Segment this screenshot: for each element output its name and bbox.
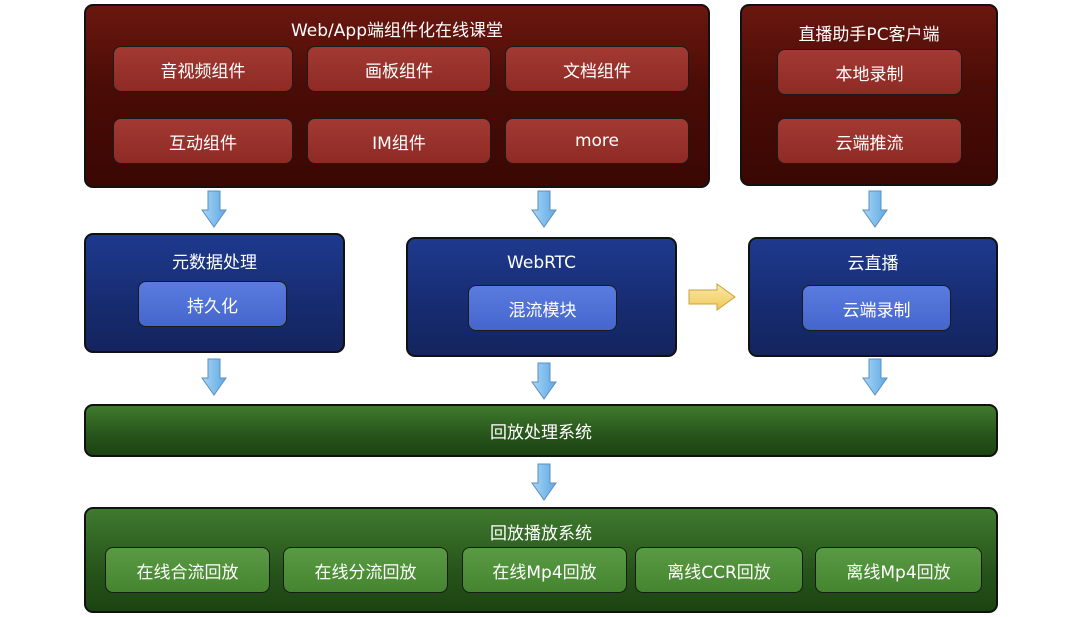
live-assistant-title: 直播助手PC客户端	[798, 25, 940, 45]
online-split-playback-box: 在线分流回放	[283, 547, 448, 593]
live-assistant-panel: 直播助手PC客户端 本地录制 云端推流	[740, 4, 998, 186]
more-component-box: more	[505, 118, 689, 164]
local-record-box: 本地录制	[777, 49, 962, 95]
cloud-live-title: 云直播	[847, 254, 899, 274]
mixing-module-box: 混流模块	[468, 285, 617, 331]
webrtc-title: WebRTC	[507, 253, 576, 273]
playback-system-title: 回放播放系统	[490, 524, 592, 544]
whiteboard-component-box: 画板组件	[307, 46, 491, 92]
arrow-down-icon	[862, 190, 888, 228]
persistence-box: 持久化	[138, 281, 287, 327]
arrow-down-icon	[862, 358, 888, 396]
cloud-live-panel: 云直播 云端录制	[748, 237, 998, 357]
arrow-down-icon	[531, 463, 557, 501]
av-component-box: 音视频组件	[113, 46, 293, 92]
arrow-down-icon	[201, 190, 227, 228]
cloud-record-box: 云端录制	[802, 285, 951, 331]
playback-processing-panel: 回放处理系统	[84, 404, 998, 457]
metadata-title: 元数据处理	[172, 253, 257, 273]
online-classroom-panel: Web/App端组件化在线课堂 音视频组件 画板组件 文档组件 互动组件 IM组…	[84, 4, 710, 188]
offline-ccr-playback-box: 离线CCR回放	[635, 547, 803, 593]
online-mp4-playback-box: 在线Mp4回放	[462, 547, 627, 593]
cloud-push-box: 云端推流	[777, 118, 962, 164]
webrtc-panel: WebRTC 混流模块	[406, 237, 677, 357]
arrow-down-icon	[201, 358, 227, 396]
playback-system-panel: 回放播放系统 在线合流回放 在线分流回放 在线Mp4回放 离线CCR回放 离线M…	[84, 507, 998, 613]
arrow-right-icon	[688, 283, 736, 311]
offline-mp4-playback-box: 离线Mp4回放	[815, 547, 982, 593]
playback-processing-title: 回放处理系统	[490, 423, 592, 443]
document-component-box: 文档组件	[505, 46, 689, 92]
online-mixed-playback-box: 在线合流回放	[105, 547, 270, 593]
im-component-box: IM组件	[307, 118, 491, 164]
arrow-down-icon	[531, 362, 557, 400]
metadata-panel: 元数据处理 持久化	[84, 233, 345, 353]
arrow-down-icon	[531, 190, 557, 228]
online-classroom-title: Web/App端组件化在线课堂	[290, 21, 503, 41]
interactive-component-box: 互动组件	[113, 118, 293, 164]
